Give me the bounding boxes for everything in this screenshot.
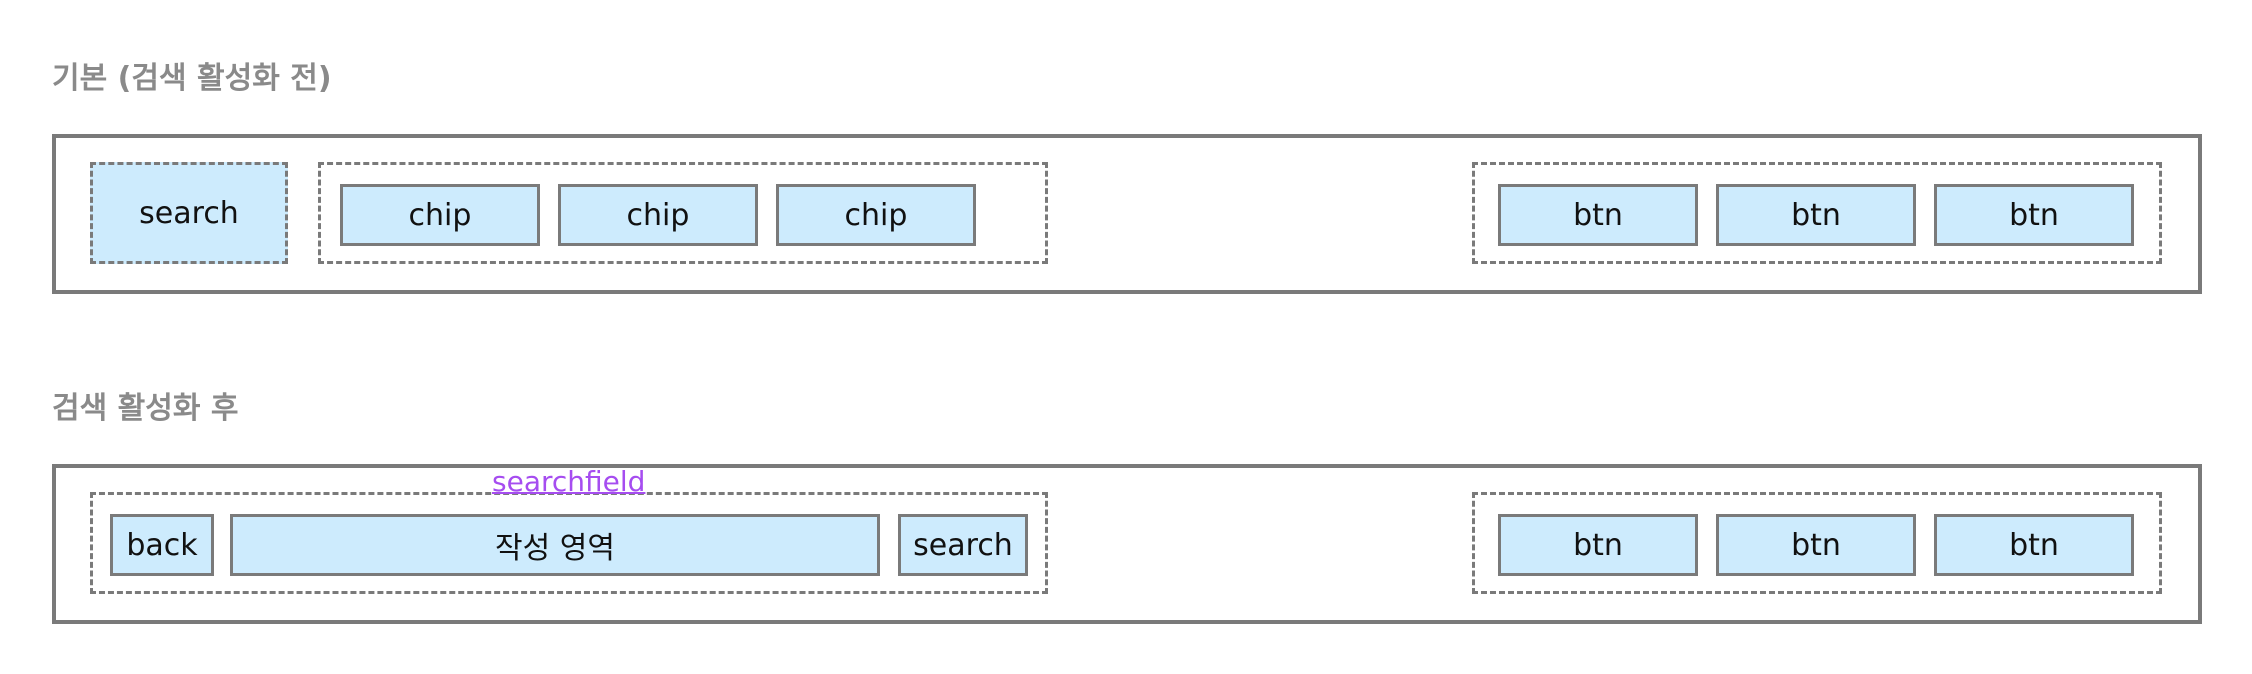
section-title-after: 검색 활성화 후	[52, 391, 239, 426]
toolbar-frame-before	[52, 134, 2202, 294]
btn-after-3[interactable]: btn	[1934, 514, 2134, 576]
search-button[interactable]: search	[90, 162, 288, 264]
toolbar-frame-after	[52, 464, 2202, 624]
chip-2[interactable]: chip	[558, 184, 758, 246]
btn-after-1[interactable]: btn	[1498, 514, 1698, 576]
compose-area-input[interactable]: 작성 영역	[230, 514, 880, 576]
button-group-before	[1472, 162, 2162, 264]
btn-before-1[interactable]: btn	[1498, 184, 1698, 246]
button-group-after	[1472, 492, 2162, 594]
back-button[interactable]: back	[110, 514, 214, 576]
chip-1[interactable]: chip	[340, 184, 540, 246]
btn-after-2[interactable]: btn	[1716, 514, 1916, 576]
searchfield-group	[90, 492, 1048, 594]
chip-group	[318, 162, 1048, 264]
searchfield-label: searchfield	[492, 465, 646, 498]
search-submit-button[interactable]: search	[898, 514, 1028, 576]
btn-before-3[interactable]: btn	[1934, 184, 2134, 246]
chip-3[interactable]: chip	[776, 184, 976, 246]
section-title-before: 기본 (검색 활성화 전)	[52, 61, 332, 96]
btn-before-2[interactable]: btn	[1716, 184, 1916, 246]
